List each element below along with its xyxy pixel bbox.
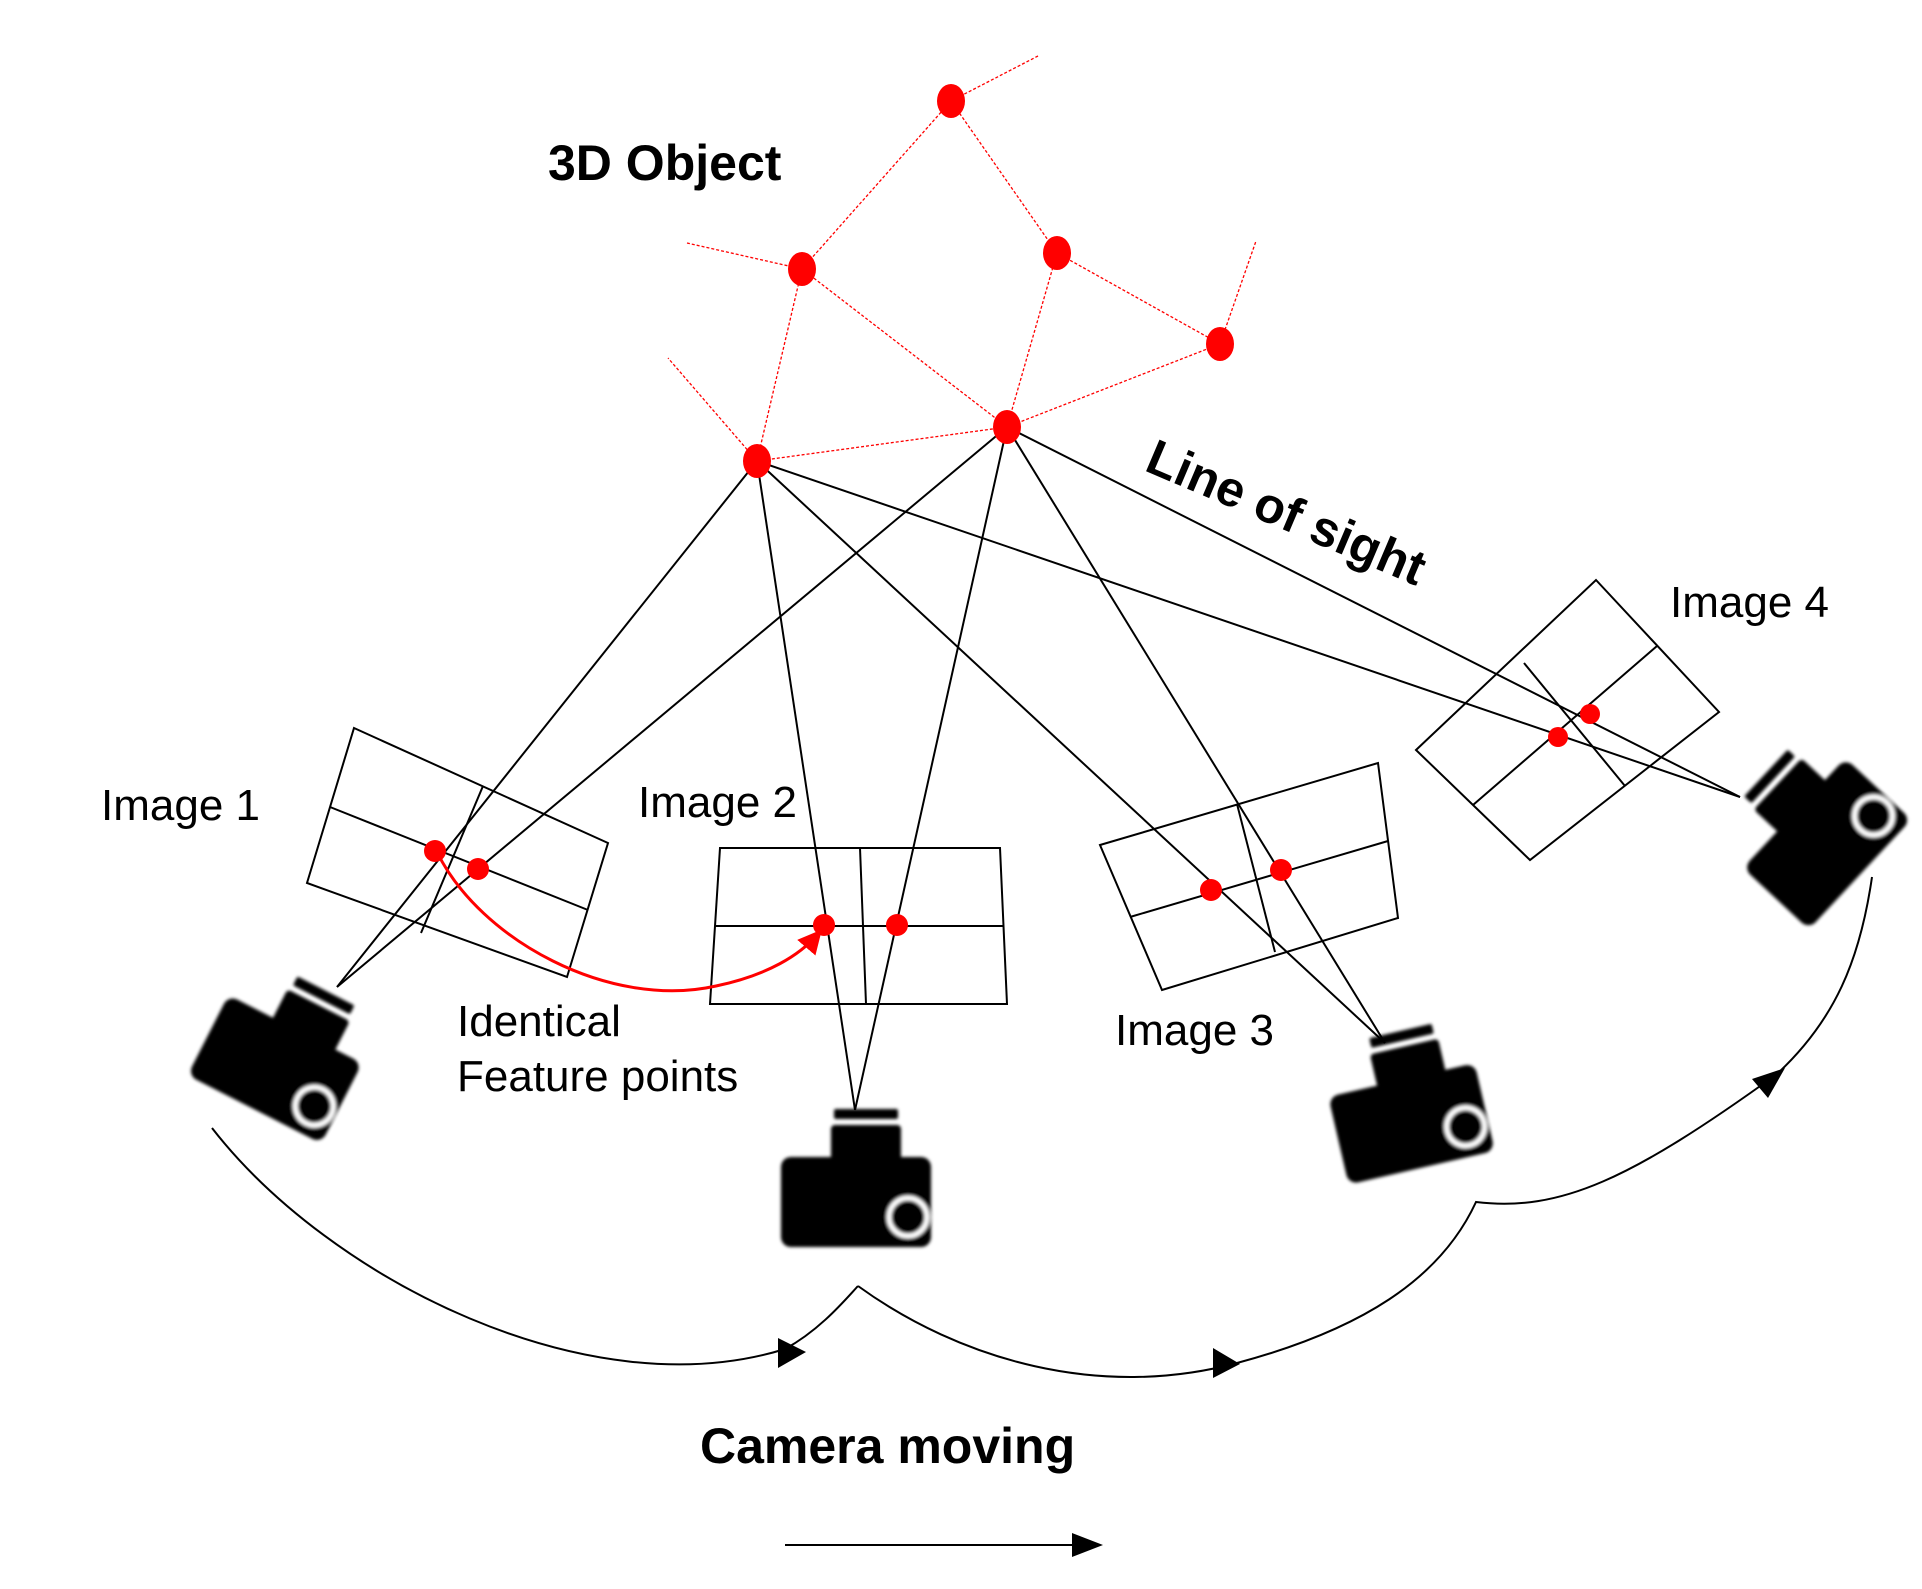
sight-lines: [336, 426, 1741, 1111]
arrowhead-1: [778, 1338, 806, 1368]
feature-point: [1200, 879, 1222, 901]
correspondence-arrow: [435, 851, 822, 993]
image-frame-4: [1414, 578, 1721, 862]
direction-arrow: [785, 1533, 1103, 1557]
arrowhead-2: [1213, 1348, 1240, 1378]
arrowhead-3: [1752, 1068, 1785, 1098]
feature-point: [1580, 704, 1600, 724]
object-point: [937, 84, 965, 118]
object-mesh: [667, 55, 1257, 462]
feature-point: [886, 914, 908, 936]
camera-icon: [1318, 1016, 1495, 1184]
image3-label: Image 3: [1115, 1006, 1274, 1055]
image-frame-1: [305, 726, 610, 979]
camera-icon: [188, 952, 384, 1143]
feature-label-line2: Feature points: [457, 1052, 738, 1101]
line-of-sight-label: Line of sight: [1139, 429, 1435, 597]
camera-moving-label: Camera moving: [700, 1418, 1075, 1474]
image1-label: Image 1: [101, 781, 260, 830]
feature-point: [467, 858, 489, 880]
object-point: [1043, 236, 1071, 270]
camera-icon: [781, 1109, 931, 1247]
feature-point: [813, 914, 835, 936]
object-point: [993, 410, 1021, 444]
image-frame-3: [1098, 761, 1400, 992]
image-frame-2: [708, 847, 1009, 1005]
object-points: [743, 84, 1234, 478]
image2-label: Image 2: [638, 778, 797, 827]
feature-label-line1: Identical: [457, 997, 621, 1046]
object-point: [788, 252, 816, 286]
camera-icon: [1708, 725, 1911, 929]
object-label: 3D Object: [548, 135, 782, 191]
camera-motion-path: [211, 876, 1873, 1378]
feature-point: [424, 840, 446, 862]
feature-point: [1548, 727, 1568, 747]
feature-points: [424, 704, 1600, 936]
image4-label: Image 4: [1670, 578, 1829, 627]
feature-point: [1270, 859, 1292, 881]
object-point: [1206, 327, 1234, 361]
object-point: [743, 444, 771, 478]
